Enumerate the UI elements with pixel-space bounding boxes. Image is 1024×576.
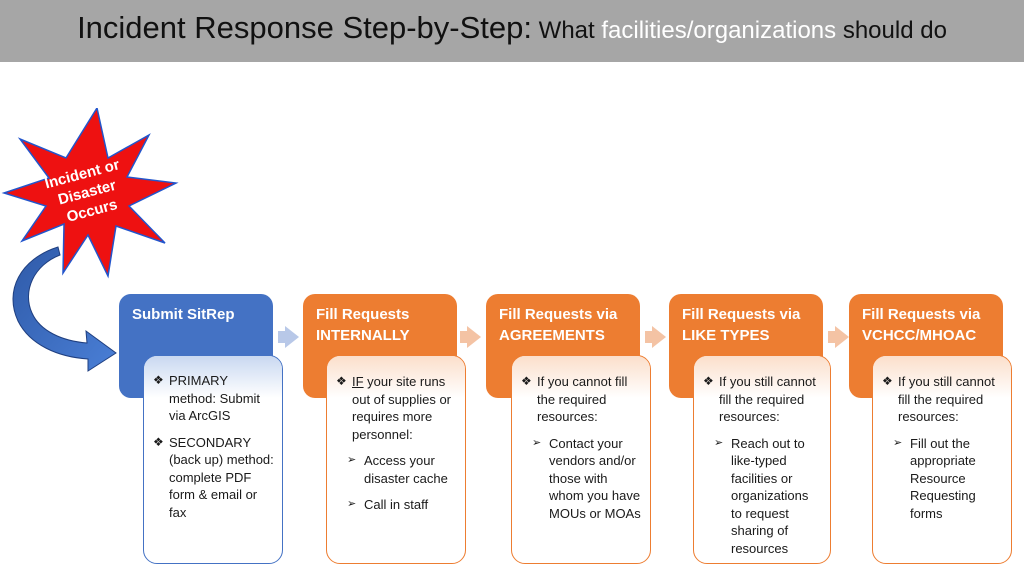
bullet-text: SECONDARY (back up) method: complete PDF… bbox=[169, 434, 274, 520]
bullet-item: ❖ If you still cannot fill the required r… bbox=[702, 373, 822, 426]
connector-arrow-stem bbox=[828, 331, 836, 343]
connector-arrow-stem bbox=[645, 331, 653, 343]
step-card-fill-agreements: ❖ If you cannot fill the required resourc… bbox=[511, 355, 651, 564]
step-card-fill-vchcc-mhoac: ❖ If you still cannot fill the required r… bbox=[872, 355, 1012, 564]
incident-starburst: Incident or Disaster Occurs bbox=[1, 108, 179, 279]
bullet-text: your site runs out of supplies or requir… bbox=[352, 374, 452, 442]
sub-bullet-text: Contact your vendors and/or those with w… bbox=[549, 435, 641, 521]
connector-arrow-icon bbox=[285, 326, 299, 348]
sub-bullet-item: ➢ Reach out to like-typed facilities or o… bbox=[712, 435, 822, 558]
diamond-bullet-icon: ❖ bbox=[521, 374, 532, 388]
step-card-fill-internally: ❖ IF your site runs out of supplies or re… bbox=[326, 355, 466, 564]
bullet-text: PRIMARY method: Submit via ArcGIS bbox=[169, 373, 261, 423]
step-title-line-1: Fill Requests via bbox=[862, 306, 981, 323]
step-title-line-2: AGREEMENTS bbox=[499, 327, 605, 344]
connector-arrow-icon bbox=[467, 326, 481, 348]
step-title: Fill Requests via VCHCC/MHOAC bbox=[849, 294, 1003, 346]
title-main: Incident Response bbox=[77, 10, 334, 45]
title-end: should do bbox=[836, 17, 947, 44]
diamond-bullet-icon: ❖ bbox=[153, 434, 164, 449]
connector-arrow-stem bbox=[278, 331, 286, 343]
step-title-line-1: Submit SitRep bbox=[132, 306, 235, 323]
card-header-fade bbox=[327, 356, 465, 398]
bullet-text: If you still cannot fill the required re… bbox=[898, 374, 995, 424]
sub-bullet-text: Fill out the appropriate Resource Reques… bbox=[910, 435, 976, 521]
title-banner bbox=[0, 0, 1024, 62]
connector-arrow-stem bbox=[460, 331, 468, 343]
arrow-bullet-icon: ➢ bbox=[347, 498, 357, 510]
card-header-fade bbox=[512, 356, 650, 398]
diamond-bullet-icon: ❖ bbox=[882, 374, 893, 388]
sub-bullet-item: ➢ Call in staff bbox=[345, 496, 457, 514]
card-header-fade bbox=[694, 356, 830, 398]
bullet-item: ❖ SECONDARY (back up) method: complete PD… bbox=[152, 434, 274, 522]
page-title: Incident Response Step-by-Step: What fac… bbox=[0, 10, 1024, 46]
step-title: Fill Requests via LIKE TYPES bbox=[669, 294, 823, 346]
arrow-bullet-icon: ➢ bbox=[532, 436, 542, 449]
bullet-item: ❖ PRIMARY method: Submit via ArcGIS bbox=[152, 372, 274, 425]
bullet-emphasis: IF bbox=[352, 374, 364, 389]
arrow-bullet-icon: ➢ bbox=[714, 436, 724, 449]
step-title-line-2: VCHCC/MHOAC bbox=[862, 327, 977, 344]
connector-arrow-icon bbox=[835, 326, 849, 348]
bullet-text: If you cannot fill the required resource… bbox=[537, 374, 628, 424]
arrow-bullet-icon: ➢ bbox=[893, 436, 903, 449]
diamond-bullet-icon: ❖ bbox=[336, 374, 347, 388]
step-title-line-1: Fill Requests via bbox=[499, 306, 618, 323]
title-highlight: facilities/organizations bbox=[601, 17, 837, 44]
card-header-fade bbox=[873, 356, 1011, 398]
diamond-bullet-icon: ❖ bbox=[153, 373, 164, 387]
step-title: Fill Requests via AGREEMENTS bbox=[486, 294, 640, 346]
connector-arrow-icon bbox=[652, 326, 666, 348]
curved-arrow bbox=[12, 246, 117, 372]
bullet-item: ❖ If you still cannot fill the required r… bbox=[881, 373, 1003, 426]
step-card-fill-like-types: ❖ If you still cannot fill the required r… bbox=[693, 355, 831, 564]
arrow-bullet-icon: ➢ bbox=[347, 454, 357, 466]
sub-bullet-item: ➢ Fill out the appropriate Resource Reque… bbox=[891, 435, 1003, 523]
step-title: Fill Requests INTERNALLY bbox=[303, 294, 457, 346]
step-card-submit-sitrep: ❖ PRIMARY method: Submit via ArcGIS ❖ SECO… bbox=[143, 355, 283, 564]
sub-bullet-text: Reach out to like-typed facilities or or… bbox=[731, 435, 809, 556]
card-header-fade bbox=[144, 356, 282, 398]
step-title-line-2: LIKE TYPES bbox=[682, 327, 770, 344]
step-title-line-2: INTERNALLY bbox=[316, 327, 410, 344]
step-title-line-1: Fill Requests via bbox=[682, 306, 801, 323]
sub-bullet-item: ➢ Contact your vendors and/or those with … bbox=[530, 435, 642, 523]
title-what: What bbox=[532, 17, 602, 44]
step-title-line-1: Fill Requests bbox=[316, 306, 410, 323]
bullet-item: ❖ IF your site runs out of supplies or re… bbox=[335, 373, 457, 443]
step-title: Submit SitRep bbox=[119, 294, 273, 325]
starburst-shape bbox=[1, 108, 179, 279]
title-step: Step-by-Step: bbox=[333, 10, 532, 45]
bullet-item: ❖ If you cannot fill the required resourc… bbox=[520, 373, 642, 426]
bullet-text: If you still cannot fill the required re… bbox=[719, 374, 816, 424]
sub-bullet-text: Call in staff bbox=[364, 497, 429, 512]
diamond-bullet-icon: ❖ bbox=[703, 374, 714, 388]
sub-bullet-text: Access your disaster cache bbox=[364, 453, 448, 486]
sub-bullet-item: ➢ Access your disaster cache bbox=[345, 452, 457, 487]
